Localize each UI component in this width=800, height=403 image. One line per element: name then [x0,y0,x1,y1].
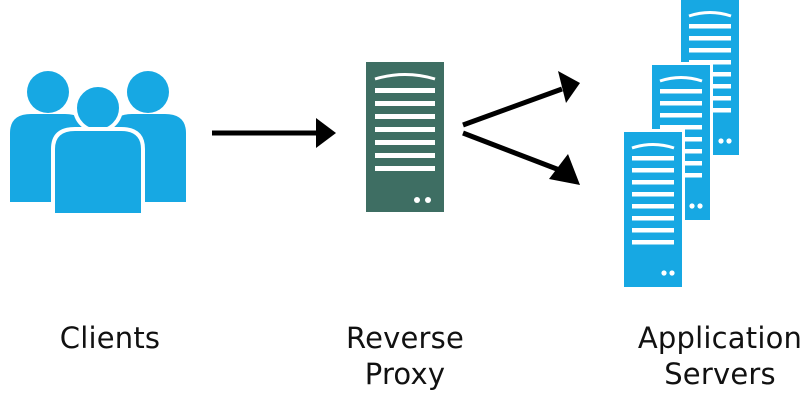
server-tower-icon [366,62,444,212]
clients-label: Clients [20,320,200,356]
application-servers-label-line2: Servers [664,357,776,391]
arrow-down-right-icon [462,130,580,185]
reverse-proxy-label-line2: Proxy [364,357,446,391]
server-stack-icon [621,0,742,290]
clients-label-text: Clients [59,321,161,355]
user-front-icon [51,83,145,217]
application-servers-label-line1: Application [637,321,800,355]
arrow-right-icon [212,118,336,148]
users-group-icon [10,71,186,217]
server-front-icon [621,129,685,290]
application-servers-label: Application Servers [620,320,800,392]
arrow-up-right-icon [462,71,580,128]
reverse-proxy-label-line1: Reverse [346,321,464,355]
reverse-proxy-label: Reverse Proxy [315,320,495,392]
